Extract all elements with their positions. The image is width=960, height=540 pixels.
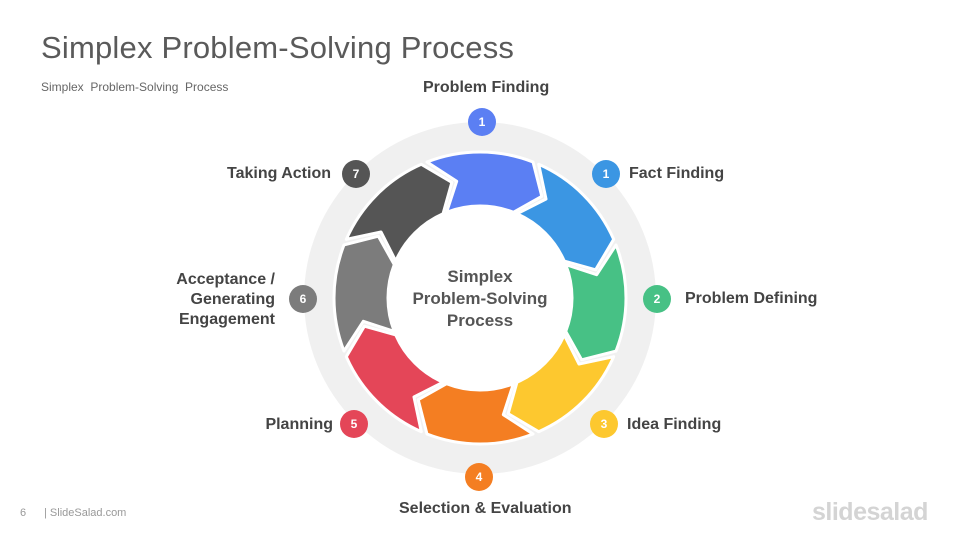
- step-badge-7: [289, 285, 317, 313]
- step-label-acceptance: Acceptance / Generating Engagement: [176, 271, 275, 328]
- step-badge-8: [342, 160, 370, 188]
- brand-logo: slidesalad: [812, 498, 928, 526]
- step-label-selection-evaluation: Selection & Evaluation: [399, 500, 572, 517]
- step-badge-number-7: 6: [300, 292, 307, 306]
- footer-site: | SlideSalad.com: [44, 507, 127, 519]
- step-label-idea-finding: Idea Finding: [627, 416, 722, 433]
- step-label-problem-finding: Problem Finding: [423, 79, 550, 96]
- step-label-problem-defining: Problem Defining: [685, 290, 818, 307]
- slide-title: Simplex Problem-Solving Process: [41, 30, 515, 65]
- step-badge-number-4: 3: [601, 417, 608, 431]
- step-badge-1: [468, 108, 496, 136]
- step-badge-5: [465, 463, 493, 491]
- step-badge-4: [590, 410, 618, 438]
- step-label-planning: Planning: [265, 416, 333, 433]
- slide-subtitle: Simplex Problem-Solving Process: [41, 80, 229, 94]
- step-badge-number-5: 4: [476, 470, 483, 484]
- step-badge-3: [643, 285, 671, 313]
- step-label-fact-finding: Fact Finding: [629, 165, 725, 182]
- step-label-taking-action: Taking Action: [227, 165, 331, 182]
- step-badge-number-2: 1: [603, 167, 610, 181]
- step-badge-number-6: 5: [351, 417, 358, 431]
- step-badge-number-8: 7: [353, 167, 360, 181]
- center-label: Simplex Problem-Solving Process: [412, 267, 548, 330]
- center-circle: [388, 206, 572, 390]
- page-number: 6: [20, 507, 27, 519]
- step-badge-2: [592, 160, 620, 188]
- step-badge-number-3: 2: [654, 292, 661, 306]
- step-badge-6: [340, 410, 368, 438]
- step-badges: 1 1 2 3 4 5 6 7: [289, 108, 671, 491]
- step-badge-number-1: 1: [479, 115, 486, 129]
